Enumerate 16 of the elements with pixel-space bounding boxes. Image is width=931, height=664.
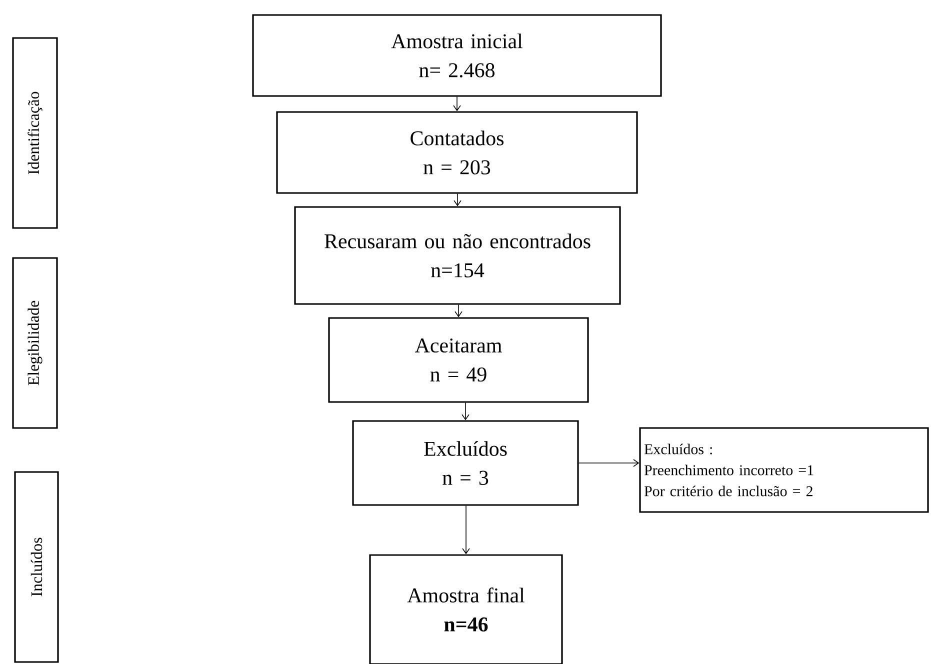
phase-box: Elegibilidade (12, 257, 58, 429)
note-box: Excluídos : Preenchimento incorreto =1 Por critério de inclusão = 2 (639, 427, 929, 513)
process-box: Amostra inicial n= 2.468 (252, 14, 662, 97)
arrow (462, 505, 470, 554)
process-box: Amostra final n=46 (369, 554, 563, 664)
arrow (578, 459, 640, 467)
phase-box: Identificação (12, 37, 58, 229)
process-box: Aceitaram n = 49 (328, 317, 589, 403)
arrow (454, 304, 462, 318)
process-box: Contatados n = 203 (276, 111, 638, 194)
arrow (453, 96, 461, 112)
process-box: Recusaram ou não encontrados n=154 (294, 206, 621, 305)
arrow (462, 402, 470, 420)
phase-box: Incluídos (14, 471, 59, 663)
process-box: Excluídos n = 3 (352, 420, 579, 506)
arrow (454, 193, 462, 206)
